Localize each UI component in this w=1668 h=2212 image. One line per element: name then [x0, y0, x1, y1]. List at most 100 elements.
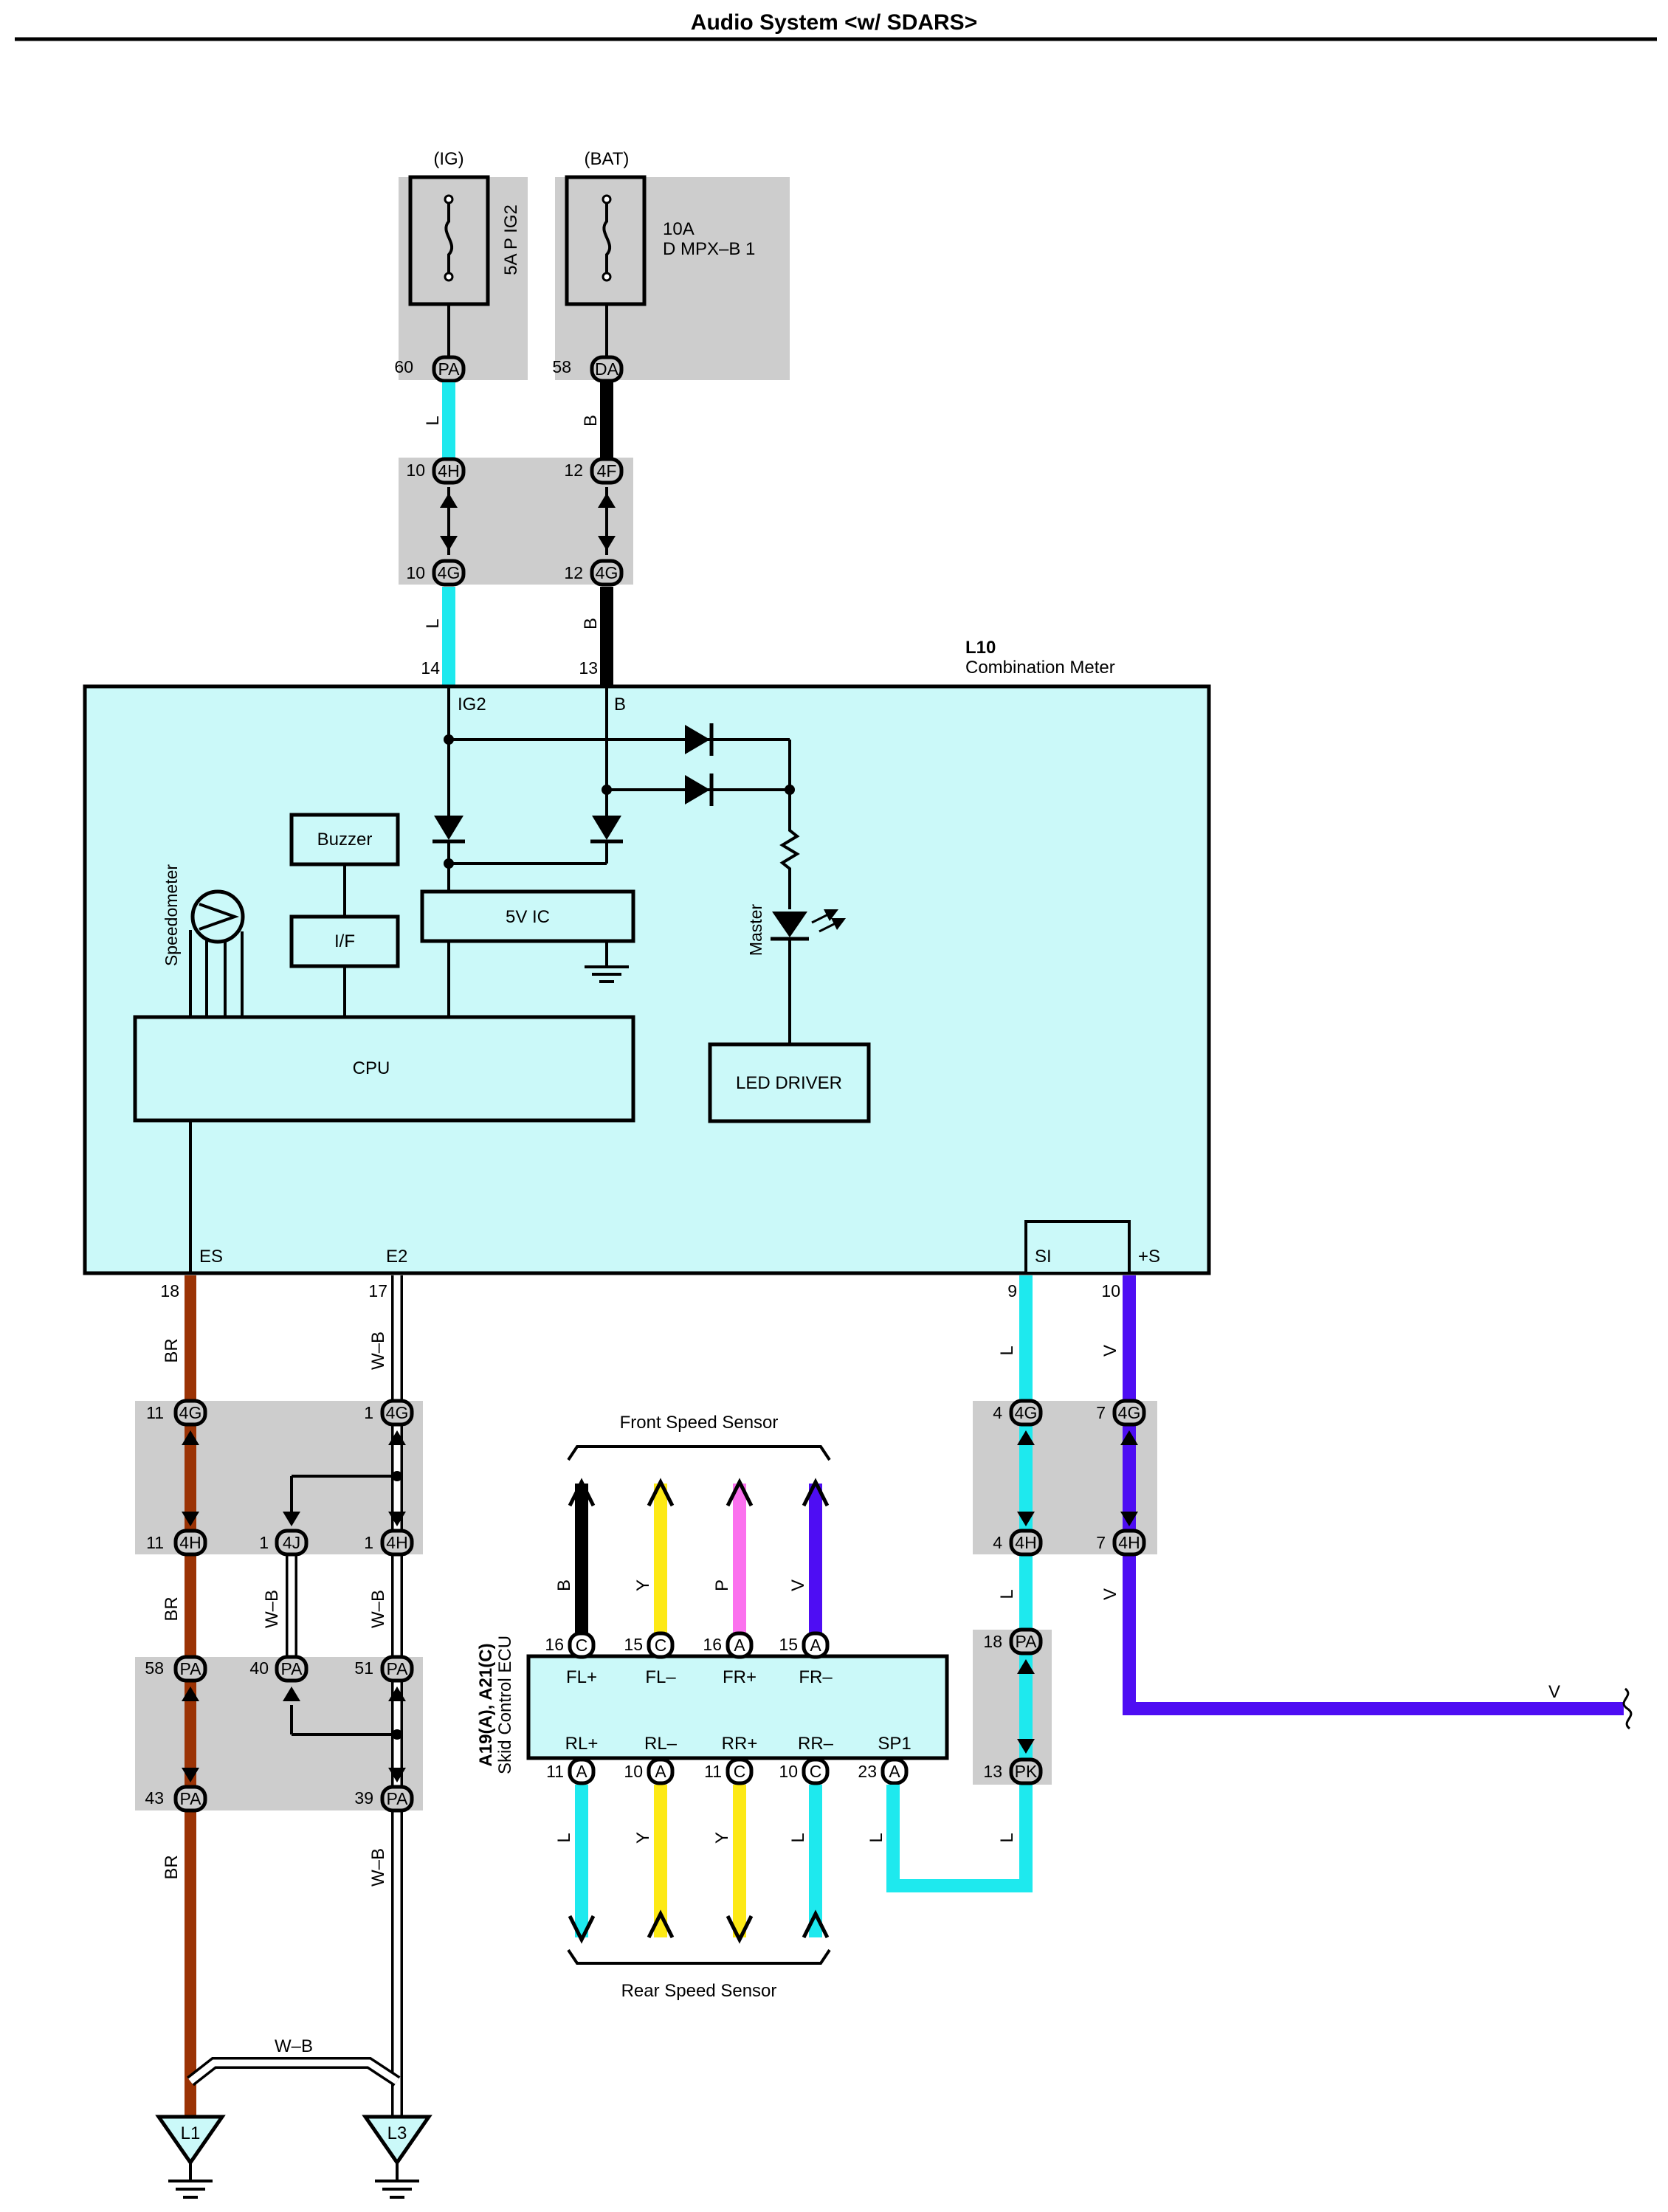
- r4-connector: [1112, 1529, 1146, 1557]
- ecu-top-connector: [568, 1631, 596, 1659]
- speedometer-label: Speedometer: [162, 864, 181, 966]
- meter-pin-ig2-num: 14: [421, 658, 440, 678]
- ecu-bottom-wire-label: L: [554, 1833, 574, 1842]
- meter-pin-si-num: 9: [1007, 1281, 1017, 1300]
- ecu-top-pin-num: 16: [545, 1635, 564, 1654]
- ground-l1-label: L1: [181, 2123, 201, 2143]
- junction-ig-lower-pin: 10: [406, 563, 425, 582]
- junction-ig-lower-label: 4G: [438, 563, 461, 582]
- ecu-bottom-arrow-icon: [726, 1915, 754, 1944]
- meter-pin-s-num: 10: [1101, 1281, 1120, 1300]
- j8-connector: [380, 1655, 414, 1683]
- j7-pin: 40: [249, 1658, 269, 1678]
- sensor-front-bracket: [567, 1445, 831, 1461]
- ecu-bottom-wire-label: Y: [712, 1832, 732, 1844]
- meter-pin-e2-label: E2: [386, 1247, 407, 1267]
- fuse-bat-connector: [590, 355, 624, 383]
- ic-5v-label: 5V IC: [506, 907, 550, 927]
- wire-label-si-2: L: [997, 1589, 1017, 1599]
- junction-bat-lower-pin: 12: [564, 563, 583, 582]
- ecu-bottom-connector-label: C: [810, 1762, 822, 1781]
- ground-l3-label: L3: [387, 2123, 407, 2143]
- j2-pin: 1: [364, 1403, 373, 1422]
- wire-label-s-2: V: [1100, 1588, 1120, 1600]
- wire-label-si-3: L: [997, 1833, 1017, 1842]
- sensor-rear-label: Rear Speed Sensor: [621, 1981, 777, 2001]
- wire-label-wb-1: W–B: [368, 1331, 388, 1370]
- wire-label-wb-4: W–B: [262, 1590, 282, 1628]
- j7-connector-label: PA: [281, 1659, 303, 1678]
- fuse-ig-name: 5A P IG2: [501, 204, 521, 275]
- j1-connector: [173, 1399, 207, 1427]
- ecu-bottom-arrow-icon: [647, 1909, 675, 1939]
- j2-connector-label: 4G: [386, 1403, 409, 1422]
- ecu-top-pin-num: 15: [624, 1635, 643, 1654]
- j4-pin: 1: [259, 1533, 269, 1552]
- ecu-bottom-connector: [647, 1757, 675, 1785]
- ecu-id: A19(A), A21(C): [476, 1643, 496, 1766]
- ecu-top-pin-label: FR+: [723, 1667, 757, 1687]
- r4-pin: 7: [1096, 1533, 1106, 1552]
- meter-name: Combination Meter: [965, 658, 1115, 678]
- ecu-top-connector-label: A: [810, 1636, 821, 1655]
- junction-ig-upper-pin: 10: [406, 461, 425, 480]
- wire-s-v: [1123, 1275, 1624, 1715]
- j4-connector: [275, 1529, 309, 1557]
- meter-id: L10: [965, 638, 996, 658]
- wire-label-wb-3: W–B: [368, 1848, 388, 1887]
- wire-label-bat-1: B: [581, 415, 601, 427]
- r3-pin: 4: [993, 1533, 1002, 1552]
- j6-pin: 58: [145, 1658, 164, 1678]
- r6-pin: 13: [983, 1762, 1002, 1781]
- ecu-top-pin-label: FR–: [799, 1667, 833, 1687]
- j6-connector-label: PA: [180, 1659, 202, 1678]
- fuse-ig-supply-label: (IG): [433, 149, 463, 169]
- wire-label-sp1: L: [866, 1833, 886, 1842]
- sensor-rear-bracket: [567, 1949, 831, 1965]
- master-label: Master: [746, 904, 765, 957]
- meter-pin-e2-num: 17: [368, 1281, 387, 1300]
- j2-connector: [380, 1399, 414, 1427]
- wire-label-bat-2: B: [581, 618, 601, 630]
- fuse-ig-element: [444, 199, 454, 277]
- junction-bat-upper-connector: [590, 457, 624, 485]
- page-title: Audio System <w/ SDARS>: [691, 10, 977, 35]
- cpu-label: CPU: [353, 1058, 390, 1078]
- fuse-bat-node-bottom: [602, 272, 612, 282]
- meter-pin-s-label: +S: [1138, 1247, 1160, 1267]
- r5-connector-label: PA: [1016, 1632, 1038, 1651]
- ecu-bottom-connector-label: A: [576, 1762, 587, 1781]
- interface-label: I/F: [334, 931, 355, 951]
- ecu-bottom-pin-label: RL–: [644, 1734, 678, 1754]
- fuse-ig-connector: [432, 355, 466, 383]
- j5-connector-label: 4H: [386, 1533, 407, 1552]
- junction-bat-upper-pin: 12: [564, 461, 583, 480]
- j6-connector: [173, 1655, 207, 1683]
- j9-connector-label: PA: [180, 1789, 202, 1808]
- ecu-top-arrow-icon: [726, 1478, 754, 1507]
- ecu-bottom-pin-label: RR+: [722, 1734, 758, 1754]
- wire-label-br-1: BR: [162, 1338, 182, 1362]
- meter-pin-es-label: ES: [199, 1247, 223, 1267]
- wire-label-wb-5: W–B: [275, 2036, 313, 2056]
- resistor: [779, 825, 800, 909]
- si-box: [1024, 1220, 1131, 1275]
- ecu-top-pin-label: FL+: [566, 1667, 597, 1687]
- r5-pin: 18: [983, 1632, 1002, 1651]
- ecu-bottom-pin-label: RR–: [798, 1734, 834, 1754]
- ecu-bottom-pin-label: SP1: [878, 1734, 911, 1754]
- r4-connector-label: 4H: [1118, 1533, 1140, 1552]
- meter-pin-ig2-label: IG2: [458, 695, 486, 714]
- led-driver: [708, 1042, 871, 1123]
- ecu-top-connector: [802, 1631, 830, 1659]
- fuse-box-bat-bg: [555, 177, 790, 380]
- speedometer-gauge-icon: [190, 889, 245, 944]
- ecu-bottom-connector-label: C: [734, 1762, 746, 1781]
- ecu-top-wire-label: P: [712, 1579, 732, 1591]
- ground-icon: [585, 965, 629, 983]
- cpu: [133, 1015, 635, 1123]
- r3-connector: [1009, 1529, 1043, 1557]
- j3-connector: [173, 1529, 207, 1557]
